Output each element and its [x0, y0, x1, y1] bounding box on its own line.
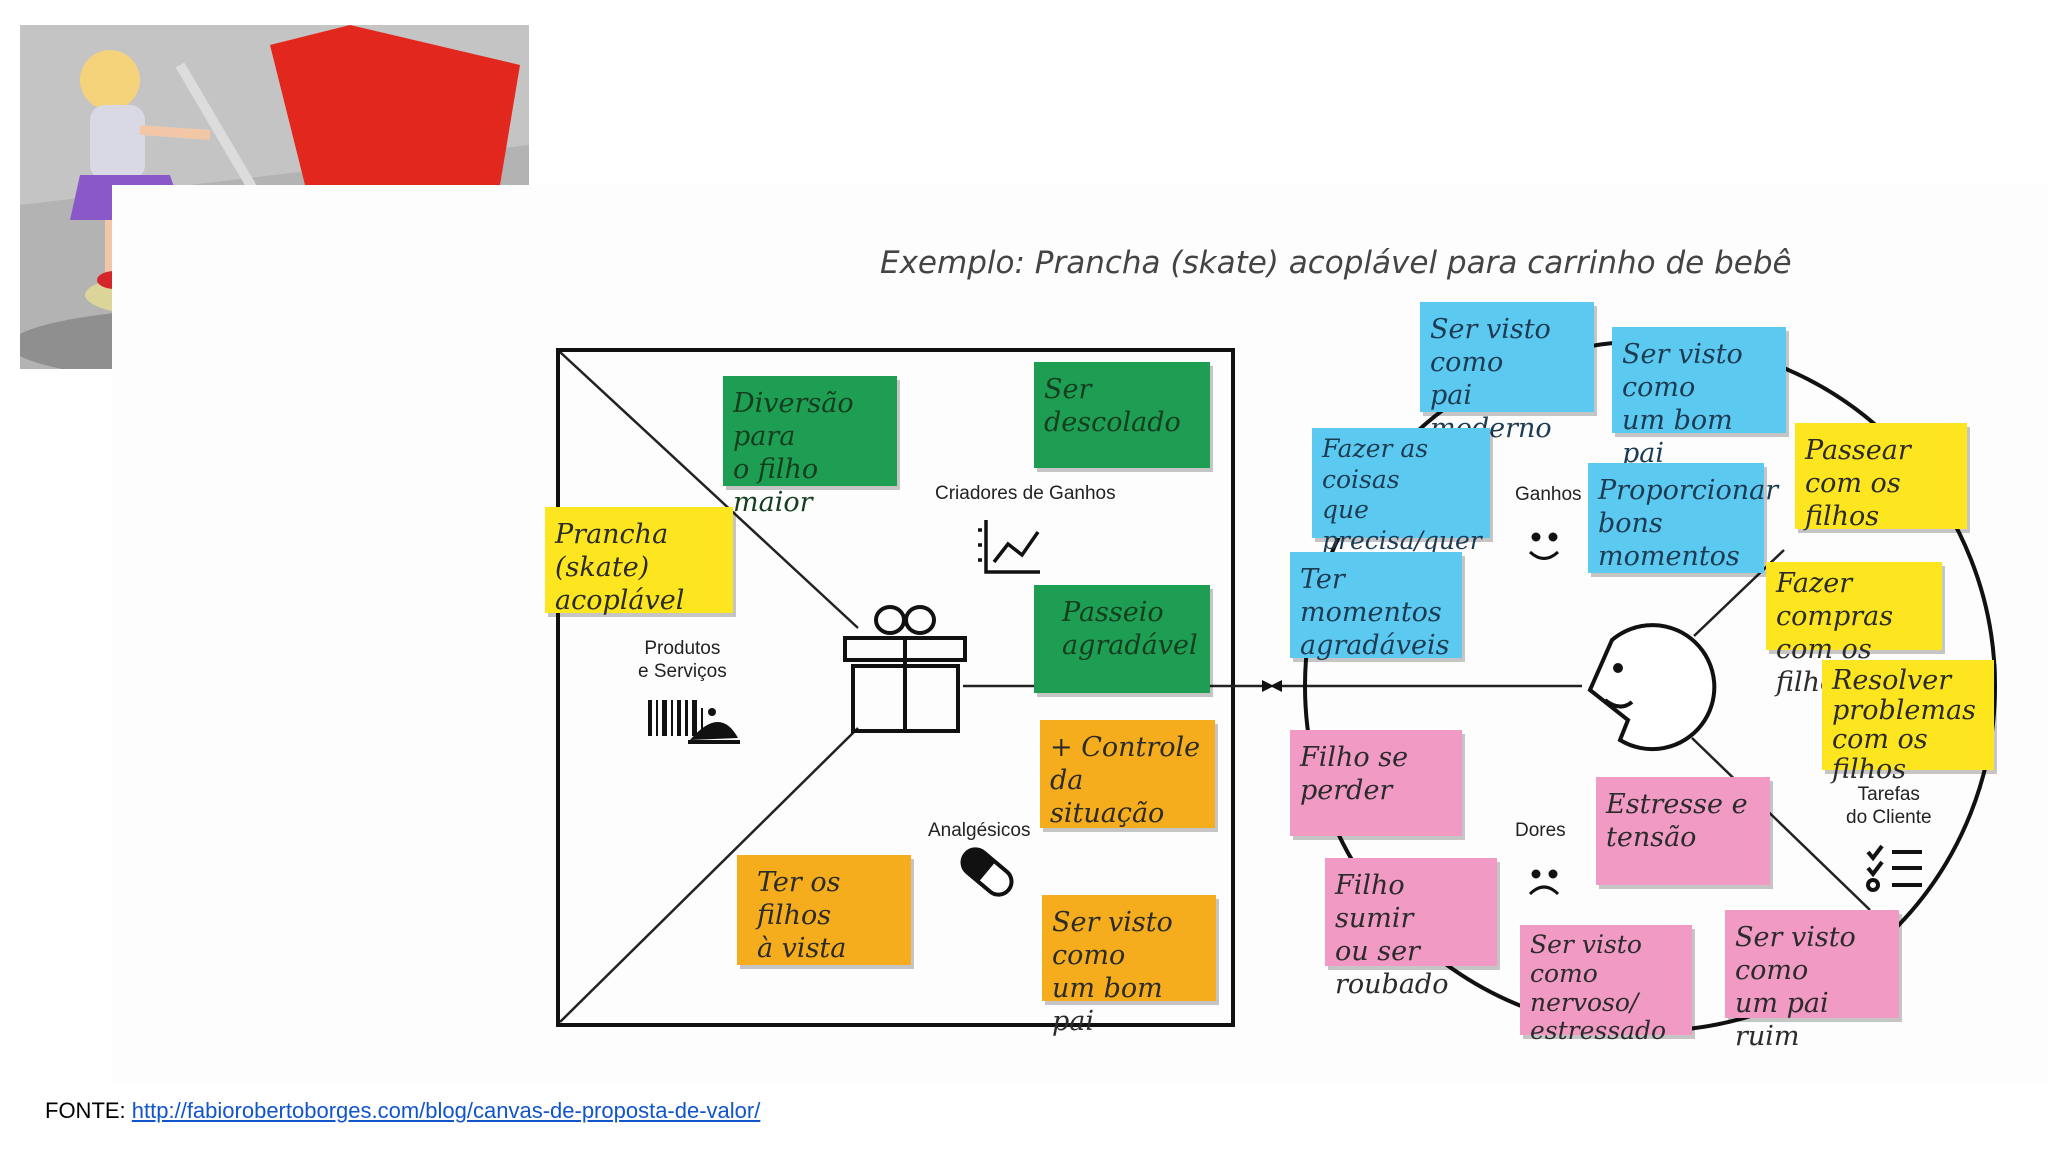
label-pains: Dores — [1515, 820, 1566, 841]
note-gain-creator-3: Passeio agradável — [1034, 585, 1210, 693]
value-map-square — [556, 348, 1235, 1027]
gift-icon — [843, 605, 967, 733]
note-gain-5: Ter momentos agradáveis — [1290, 552, 1462, 661]
label-customer-jobs: Tarefas do Cliente — [1846, 784, 1932, 828]
source-prefix: FONTE: — [45, 1098, 132, 1123]
note-pain-reliever-2: Ter os filhos à vista — [737, 855, 911, 965]
customer-face-icon — [1587, 623, 1717, 752]
note-pain-5: Ser visto como um pai ruim — [1725, 910, 1899, 1052]
note-gain-1: Ser visto como pai moderno — [1420, 302, 1594, 444]
source-footer: FONTE: http://fabiorobertoborges.com/blo… — [45, 1098, 760, 1124]
note-pain-4: Ser visto como nervoso/ estressado — [1520, 925, 1692, 1045]
checklist-icon — [1866, 844, 1922, 892]
note-job-1: Passear com os filhos — [1795, 423, 1967, 532]
note-job-3: Resolver problemas com os filhos — [1822, 660, 1994, 784]
label-products-services: Produtos e Serviços — [638, 638, 727, 682]
note-gain-creator-2: Ser descolado — [1034, 362, 1210, 468]
note-gain-3: Fazer as coisas que precisa/quer fazer — [1312, 428, 1490, 585]
note-job-2: Fazer compras com os filhos — [1766, 562, 1942, 698]
smiley-icon — [1528, 532, 1560, 560]
label-gain-creators: Criadores de Ganhos — [935, 483, 1116, 504]
note-pain-reliever-3: Ser visto como um bom pai — [1042, 895, 1216, 1037]
note-gain-creator-1: Diversão para o filho maior — [723, 376, 897, 518]
sad-face-icon — [1528, 869, 1560, 896]
chart-up-icon — [978, 520, 1040, 574]
diagram-title: Exemplo: Prancha (skate) acoplável para … — [880, 245, 1792, 281]
barcode-cloche-icon — [648, 700, 740, 744]
note-product: Prancha (skate) acoplável — [545, 507, 733, 616]
note-gain-4: Proporcionar bons momentos — [1588, 463, 1778, 573]
note-pain-1: Filho se perder — [1290, 730, 1462, 836]
pill-icon — [960, 847, 1014, 897]
label-pain-relievers: Analgésicos — [928, 820, 1031, 841]
note-gain-2: Ser visto como um bom pai — [1612, 327, 1786, 469]
note-pain-3: Filho sumir ou ser roubado — [1325, 858, 1497, 1000]
note-pain-2: Estresse e tensão — [1596, 777, 1770, 885]
label-gains: Ganhos — [1515, 484, 1582, 505]
note-pain-reliever-1: + Controle da situação — [1040, 720, 1215, 829]
source-link[interactable]: http://fabiorobertoborges.com/blog/canva… — [131, 1098, 761, 1123]
